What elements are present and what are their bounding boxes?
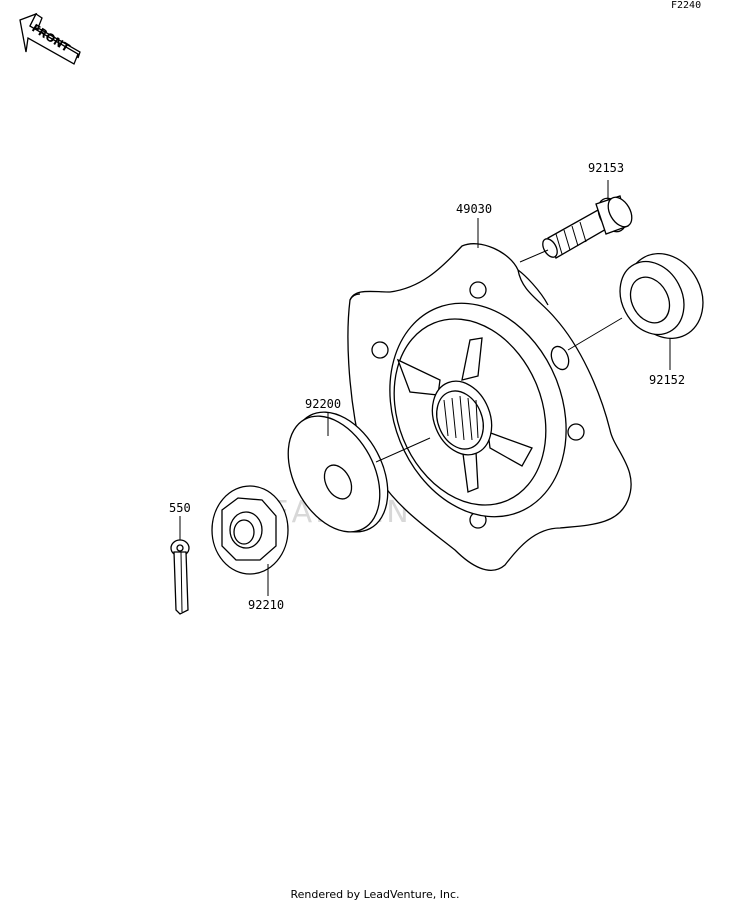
front-arrow-icon: FRONT: [19, 12, 81, 65]
diagram-code: F2240: [671, 0, 701, 11]
part-number-92200[interactable]: 92200: [305, 397, 341, 411]
washer: [287, 411, 389, 533]
seal: [619, 252, 704, 340]
part-number-49030[interactable]: 49030: [456, 202, 492, 216]
hub: [347, 243, 632, 571]
stud-bolt: [542, 195, 633, 259]
part-number-92153[interactable]: 92153: [588, 161, 624, 175]
castle-nut: [211, 485, 289, 575]
cotter-pin: [170, 539, 190, 615]
part-number-92210[interactable]: 92210: [248, 598, 284, 612]
part-number-92152[interactable]: 92152: [649, 373, 685, 387]
part-number-550[interactable]: 550: [169, 501, 191, 515]
footer-credit: Rendered by LeadVenture, Inc.: [290, 888, 459, 901]
leader-lines: [179, 180, 671, 596]
